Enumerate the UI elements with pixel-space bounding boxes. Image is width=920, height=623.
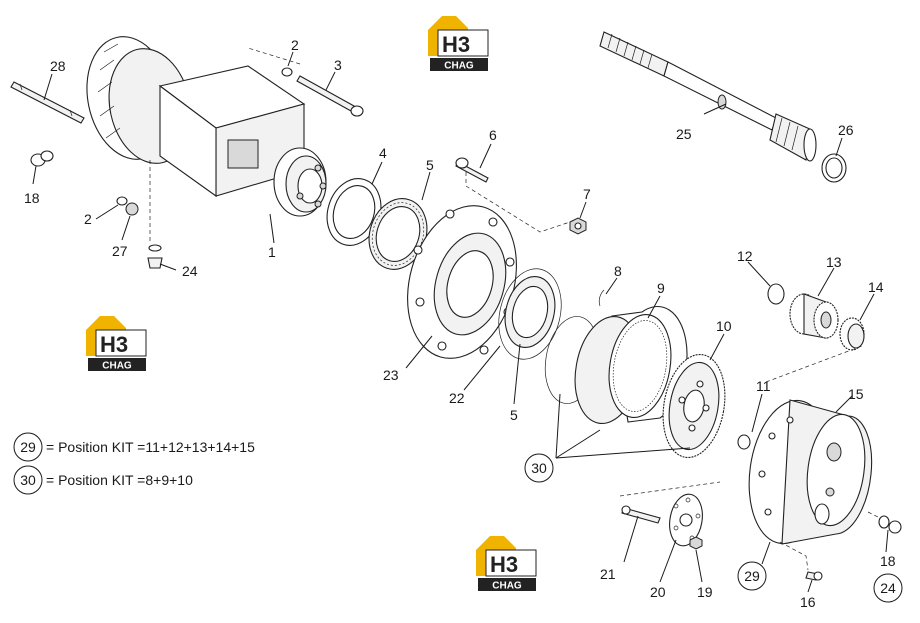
part-2-27-fasteners [116,67,293,216]
part-3-bolt [296,75,364,117]
callout-15: 15 [848,386,864,402]
callout-8: 8 [614,263,622,279]
callout-18-right: 18 [880,553,896,569]
part-28-stud [10,81,85,124]
callout-24-left: 24 [182,263,198,279]
part-14-gear [839,317,865,351]
callout-1: 1 [268,244,276,260]
callout-10: 10 [716,318,732,334]
part-4-seal [326,178,382,246]
callout-9: 9 [657,280,665,296]
brand-logo-top: H3 CHAG [428,16,489,72]
part-11-washer [737,434,751,450]
leader-lines [32,47,889,593]
callout-4: 4 [379,145,387,161]
part-7-nut [569,217,587,235]
logo-mark: H3 [100,332,128,357]
circled-24-label: 24 [880,580,896,596]
callout-2-top: 2 [291,37,299,53]
callout-5-lower: 5 [510,407,518,423]
callout-23: 23 [383,367,399,383]
callout-2-left: 2 [84,211,92,227]
part-5-bearing-upper [368,198,428,270]
callout-16: 16 [800,594,816,610]
logo-text: CHAG [492,581,522,592]
part-24-plug [147,244,163,269]
part-18-washer-right [878,515,902,534]
callout-14: 14 [868,279,884,295]
brand-logo-bottom: H3 CHAG [476,536,537,592]
part-13-gear [789,293,839,339]
legend: 29 = Position KIT =11+12+13+14+15 30 = P… [13,432,255,495]
callout-25: 25 [676,126,692,142]
callout-6: 6 [489,127,497,143]
callout-numbers: 28 18 2 27 24 1 2 3 4 5 6 7 8 9 10 11 12… [24,37,896,610]
part-12-snap-ring [767,283,785,305]
legend-30-text: = Position KIT =8+9+10 [46,472,193,488]
circled-29-label: 29 [744,568,760,584]
legend-29-text: = Position KIT =11+12+13+14+15 [46,439,255,455]
part-19-nut [689,536,703,550]
callout-7: 7 [583,186,591,202]
callout-28: 28 [50,58,66,74]
logo-mark: H3 [442,32,470,57]
callout-20: 20 [650,584,666,600]
part-25-shaft [599,31,817,162]
callout-27: 27 [112,243,128,259]
part-6-hub-bolt [455,157,489,183]
callout-11: 11 [756,378,771,394]
part-26-ring [821,153,847,183]
part-16-bolt [805,571,823,581]
callout-5-upper: 5 [426,157,434,173]
logo-text: CHAG [102,361,132,372]
circled-callout-29: 29 [737,561,767,591]
callout-12: 12 [737,248,753,264]
part-15-cover [748,399,873,545]
part-21-bolt [621,505,661,524]
circled-callout-24: 24 [873,573,903,603]
callout-19: 19 [697,584,713,600]
part-5-bearing-lower [504,276,556,348]
part-8-circlip [598,289,605,307]
callout-13: 13 [826,254,842,270]
legend-row-29: 29 = Position KIT =11+12+13+14+15 [13,432,255,462]
part-23-hub [407,205,517,359]
circled-30-label: 30 [531,460,547,476]
part-18-nut-left [30,150,54,167]
callout-21: 21 [600,566,616,582]
logo-text: CHAG [444,61,474,72]
circled-callout-30: 30 [524,453,554,483]
logo-mark: H3 [490,552,518,577]
callout-3: 3 [334,57,342,73]
legend-30-num: 30 [20,472,36,488]
callout-26: 26 [838,122,854,138]
legend-29-num: 29 [20,439,36,455]
brand-logo-left: H3 CHAG [86,316,147,372]
part-1-housing [86,36,327,217]
callout-18-left: 18 [24,190,40,206]
legend-row-30: 30 = Position KIT =8+9+10 [13,465,193,495]
part-10-carrier-gear [662,353,726,459]
callout-22: 22 [449,390,465,406]
